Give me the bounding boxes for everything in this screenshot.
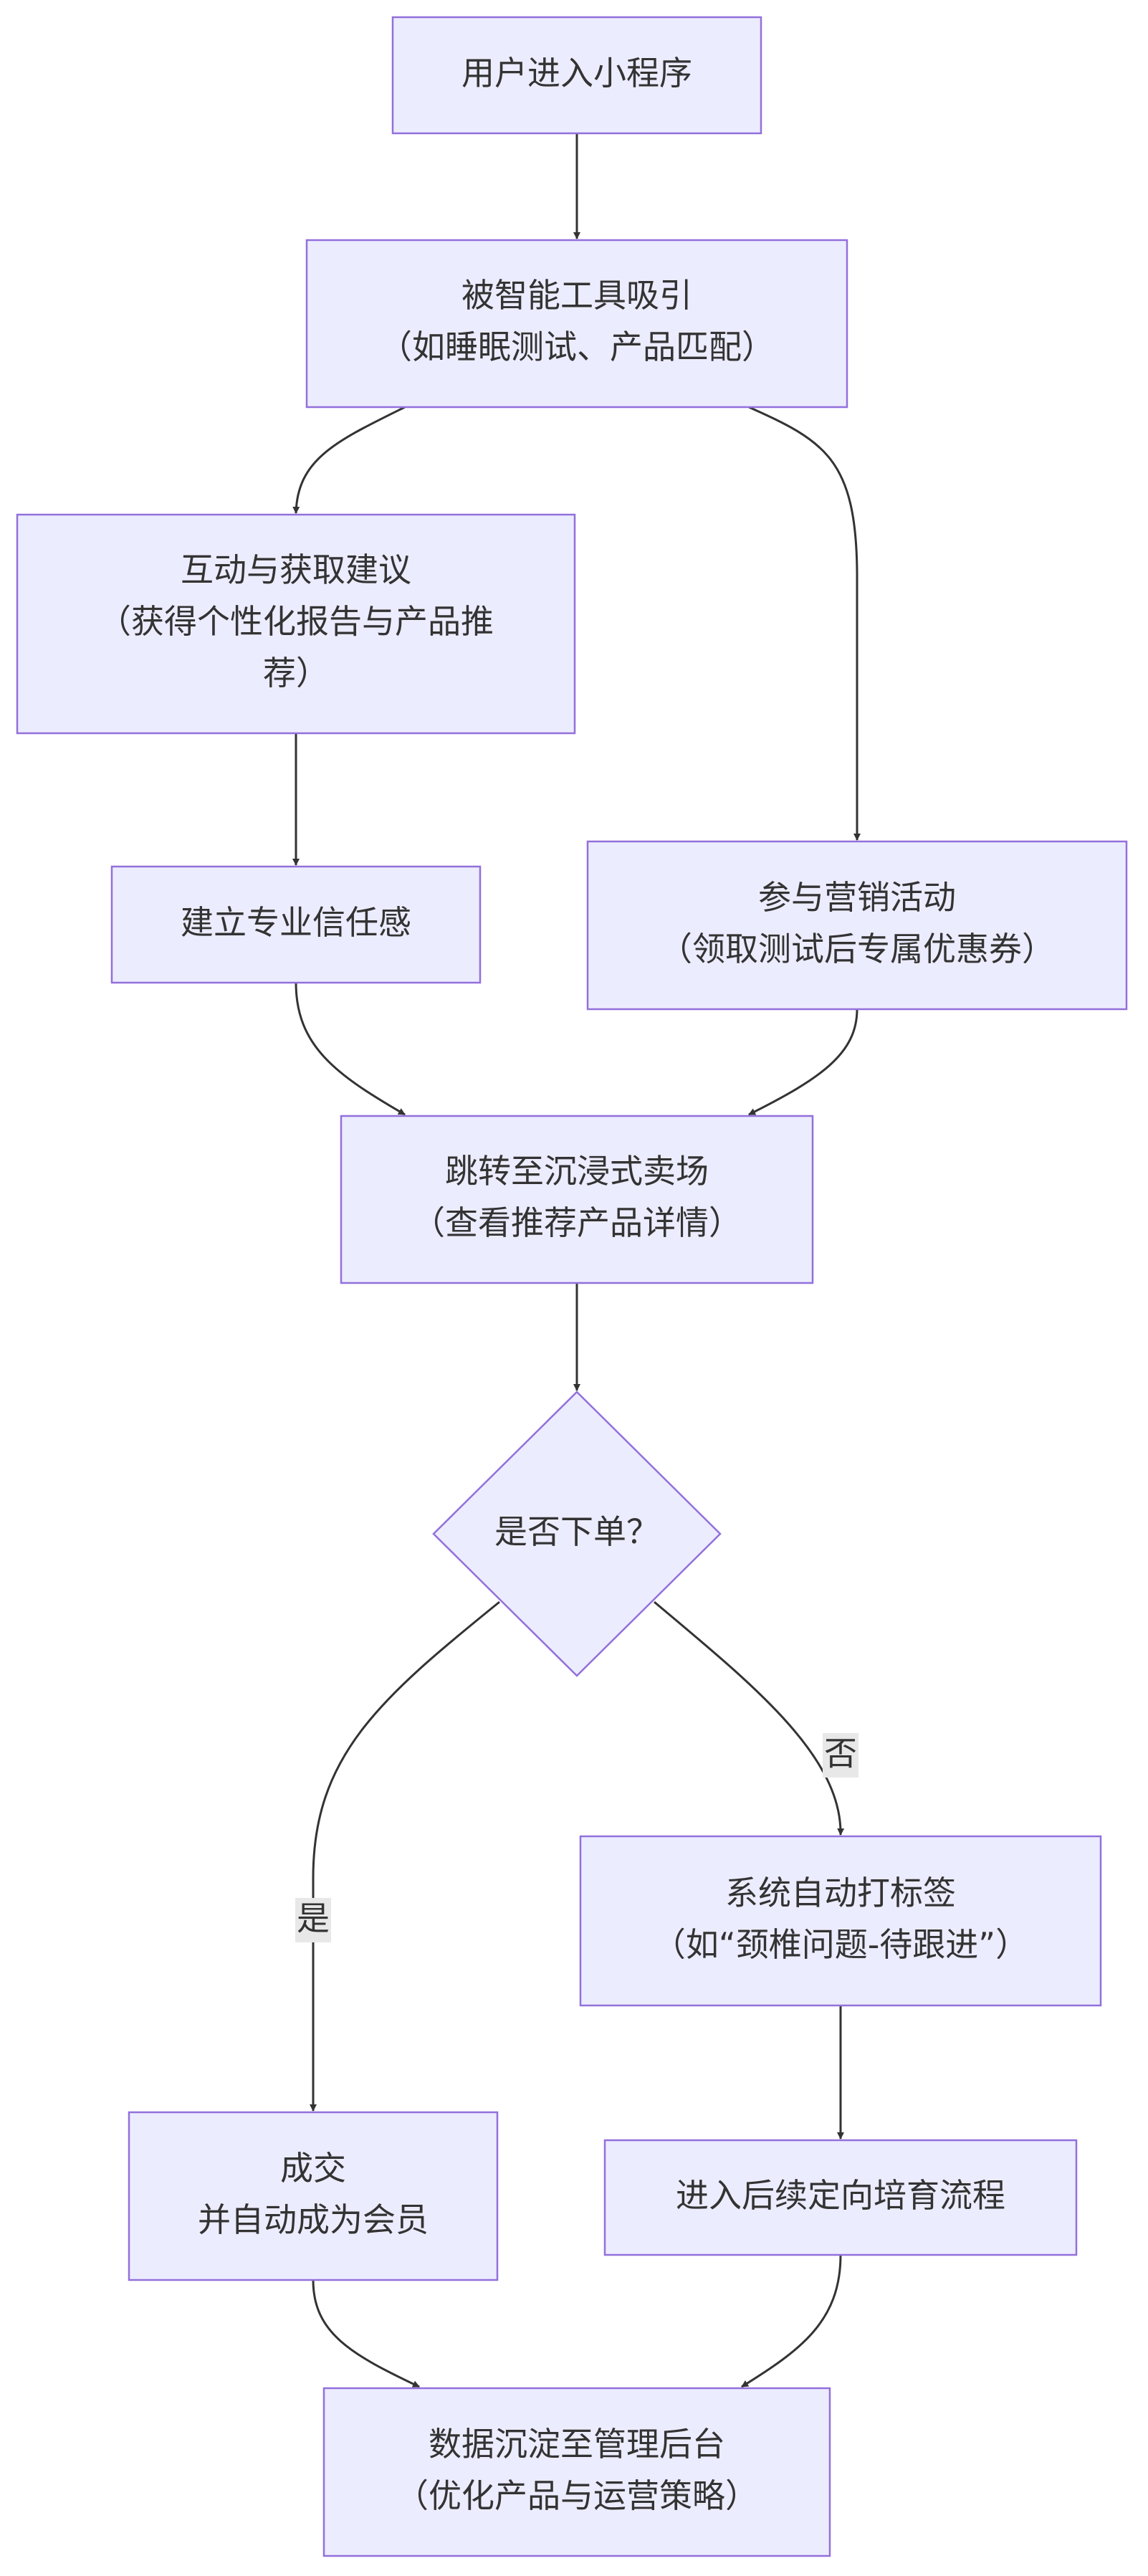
edge-marketing-to-store [748,1008,858,1116]
node-backend: 数据沉淀至管理后台 （优化产品与运营策略） [322,2387,831,2557]
node-interact-line-2: 荐） [263,654,329,692]
node-interact-line-1: （获得个性化报告与产品推 [98,602,494,641]
node-backend-label: 数据沉淀至管理后台 （优化产品与运营策略） [396,2425,758,2515]
node-enter-line-0: 用户进入小程序 [461,54,692,92]
node-deal: 成交并自动成为会员 [128,2111,499,2281]
node-decision-label: 是否下单？ [494,1512,659,1551]
node-attract-label: 被智能工具吸引 （如睡眠测试、产品匹配） [379,276,775,366]
node-backend-line-0: 数据沉淀至管理后台 [429,2425,725,2463]
node-nurture: 进入后续定向培育流程 [603,2139,1078,2256]
node-attract-line-1: （如睡眠测试、产品匹配） [379,328,775,366]
node-attract: 被智能工具吸引 （如睡眠测试、产品匹配） [305,239,848,409]
node-attract-line-0: 被智能工具吸引 [461,276,692,315]
node-trust: 建立专业信任感 [110,865,482,984]
node-trust-label: 建立专业信任感 [181,903,411,942]
edges [292,133,861,2388]
node-deal-line-0: 成交 [280,2149,346,2188]
edge-attract-to-interact [292,406,406,514]
node-decision-line-0: 是否下单？ [494,1512,659,1551]
node-enter: 用户进入小程序 [391,16,762,135]
node-tagging-line-0: 系统自动打标签 [725,1874,956,1912]
node-interact-label: 互动与获取建议 （获得个性化报告与产品推荐） [98,550,494,692]
node-tagging-label: 系统自动打标签 （如“颈椎问题-待跟进”） [653,1874,1028,1964]
edge-label-no-text: 否 [824,1735,857,1773]
node-tagging: 系统自动打标签 （如“颈椎问题-待跟进”） [579,1835,1102,2007]
edge-trust-to-store [295,982,406,1116]
edge-label-yes: 是 [295,1898,331,1942]
node-store-line-1: （查看推荐产品详情） [412,1203,742,1242]
node-nurture-label: 进入后续定向培育流程 [676,2176,1005,2215]
node-enter-label: 用户进入小程序 [461,54,692,92]
node-store-label: 跳转至沉浸式卖场 （查看推荐产品详情） [412,1152,742,1242]
node-trust-line-0: 建立专业信任感 [181,903,411,942]
edge-attract-to-marketing [748,406,861,841]
node-deal-line-1: 并自动成为会员 [198,2200,429,2239]
node-store-line-0: 跳转至沉浸式卖场 [445,1152,709,1191]
node-marketing: 参与营销活动 （领取测试后专属优惠券） [586,840,1128,1011]
node-interact: 互动与获取建议 （获得个性化报告与产品推荐） [16,513,576,735]
node-nurture-line-0: 进入后续定向培育流程 [676,2176,1005,2215]
node-marketing-line-1: （领取测试后专属优惠券） [659,930,1055,968]
edge-nurture-to-backend [741,2254,842,2388]
edge-deal-to-backend [312,2279,420,2388]
edge-label-yes-text: 是 [297,1899,330,1938]
edge-decision-no-to-tagging [654,1601,845,1836]
edge-label-no: 否 [823,1733,858,1778]
node-interact-line-0: 互动与获取建议 [181,550,411,589]
node-deal-label: 成交并自动成为会员 [198,2149,429,2239]
node-decision: 是否下单？ [432,1390,722,1677]
node-store: 跳转至沉浸式卖场 （查看推荐产品详情） [340,1115,814,1284]
node-marketing-line-0: 参与营销活动 [758,878,956,917]
node-tagging-line-1: （如“颈椎问题-待跟进”） [653,1925,1028,1964]
node-marketing-label: 参与营销活动 （领取测试后专属优惠券） [659,878,1055,968]
edge-decision-yes-to-deal [310,1601,500,2112]
node-backend-line-1: （优化产品与运营策略） [396,2476,758,2515]
